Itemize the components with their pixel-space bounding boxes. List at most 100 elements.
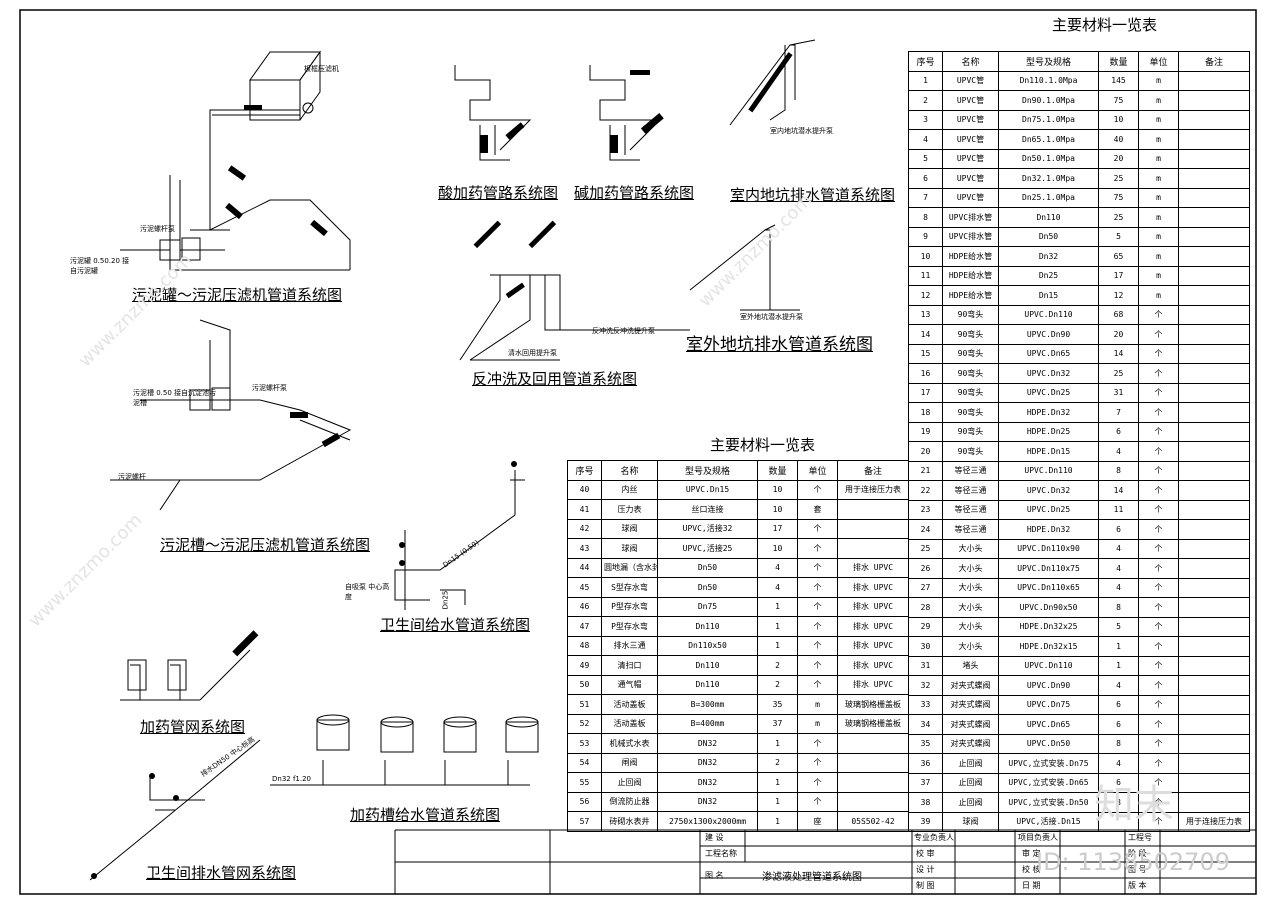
table-cell: 37 xyxy=(908,772,943,793)
table-cell: 16 xyxy=(908,363,943,384)
tb-check-label: 校 核 xyxy=(1022,865,1041,874)
label-dn25: Dn25 xyxy=(441,590,450,610)
table-cell: 17 xyxy=(757,518,798,539)
table-header-row: 序号名称型号及规格数量单位备注 xyxy=(567,460,909,481)
tb-project-no-label: 工程号 xyxy=(1128,833,1152,842)
table-cell xyxy=(837,772,909,793)
table-cell: 4 xyxy=(1098,441,1139,462)
table-cell: 31 xyxy=(1098,382,1139,403)
table-cell: 10 xyxy=(757,538,798,559)
table-cell: 43 xyxy=(567,538,602,559)
table-cell: 40 xyxy=(567,479,602,500)
table-cell: 1 xyxy=(757,733,798,754)
table-cell: 6 xyxy=(1098,714,1139,735)
table-cell: 大小头 xyxy=(942,538,999,559)
table-cell: 05S502-42 xyxy=(837,811,909,832)
table-cell: Dn110 xyxy=(657,674,758,695)
table-cell: 9 xyxy=(908,226,943,247)
table-cell: 1 xyxy=(757,616,798,637)
table-cell: Dn65.1.0Mpa xyxy=(998,129,1099,150)
table-cell xyxy=(1178,382,1250,403)
table-cell: 52 xyxy=(567,713,602,734)
sheet-border xyxy=(19,9,1257,895)
table-cell: 145 xyxy=(1098,70,1139,91)
table-cell: 对夹式蝶阀 xyxy=(942,714,999,735)
table-cell: m xyxy=(1138,246,1179,267)
label-sludge-tank-note: 污泥罐 0.50.20 接自污泥罐 xyxy=(70,257,130,275)
table-cell: m xyxy=(1138,129,1179,150)
table-cell: 5 xyxy=(908,148,943,169)
table-cell: 20 xyxy=(1098,324,1139,345)
table-cell: B=400mm xyxy=(657,713,758,734)
table-cell xyxy=(1178,363,1250,384)
table-cell: 个 xyxy=(1138,733,1179,754)
table-cell: UPVC.Dn65 xyxy=(998,714,1099,735)
table-cell xyxy=(1178,70,1250,91)
tb-drawing-name: 渗滤液处理管道系统图 xyxy=(762,872,862,883)
table-cell: 20 xyxy=(908,441,943,462)
table-cell: 54 xyxy=(567,752,602,773)
table-cell: 等径三通 xyxy=(942,519,999,540)
table-cell: UPVC.Dn90 xyxy=(998,324,1099,345)
table-cell: 19 xyxy=(908,421,943,442)
watermark-logo: 知末 xyxy=(1094,782,1174,828)
sludge-tank-schematic xyxy=(120,50,351,271)
table-cell xyxy=(1178,499,1250,520)
table-cell: 等径三通 xyxy=(942,499,999,520)
table-cell: UPVC.Dn110 xyxy=(998,304,1099,325)
table-cell: 35 xyxy=(757,694,798,715)
table-header-row: 序号名称型号及规格数量单位备注 xyxy=(908,51,1250,72)
table-cell: UPVC,立式安装.Dn75 xyxy=(998,753,1099,774)
table-cell xyxy=(1178,480,1250,501)
table-cell: 68 xyxy=(1098,304,1139,325)
title-sludge-trough: 污泥槽～污泥压滤机管道系统图 xyxy=(160,536,371,554)
table-cell: m xyxy=(1138,148,1179,169)
table-cell: UPVC.Dn90x50 xyxy=(998,597,1099,618)
column-header: 单位 xyxy=(797,460,838,481)
table-cell: 1 xyxy=(757,811,798,832)
table-cell: 个 xyxy=(797,479,838,500)
table-cell: Dn32 xyxy=(998,246,1099,267)
table-cell: Dn15 xyxy=(998,285,1099,306)
table-cell: Dn110 xyxy=(657,616,758,637)
table-cell: 50 xyxy=(567,674,602,695)
table-cell: 4 xyxy=(1098,538,1139,559)
table-cell: 5 xyxy=(1098,226,1139,247)
table-cell: 12 xyxy=(908,285,943,306)
table-cell: m xyxy=(1138,265,1179,286)
table-cell: 7 xyxy=(908,187,943,208)
table-right-title: 主要材料一览表 xyxy=(1052,16,1158,34)
label-dn32: Dn32 f1.20 xyxy=(272,775,312,783)
title-backwash: 反冲洗及回用管道系统图 xyxy=(472,370,638,388)
table-cell xyxy=(1178,207,1250,228)
table-cell: 14 xyxy=(1098,480,1139,501)
table-cell: UPVC.Dn110x90 xyxy=(998,538,1099,559)
table-cell: 砖砌水表井 xyxy=(601,811,658,832)
label-sludge-screw: 污泥螺杆 xyxy=(118,473,146,481)
table-cell: 57 xyxy=(567,811,602,832)
alkali-dosing-schematic xyxy=(589,65,662,161)
table-cell: 个 xyxy=(1138,460,1179,481)
table-cell: 球阀 xyxy=(601,518,658,539)
table-cell: 1 xyxy=(908,70,943,91)
table-cell: 个 xyxy=(1138,402,1179,423)
table-cell: 倒流防止器 xyxy=(601,791,658,812)
table-cell xyxy=(1178,694,1250,715)
table-cell: 个 xyxy=(1138,499,1179,520)
table-cell: 3 xyxy=(908,109,943,130)
